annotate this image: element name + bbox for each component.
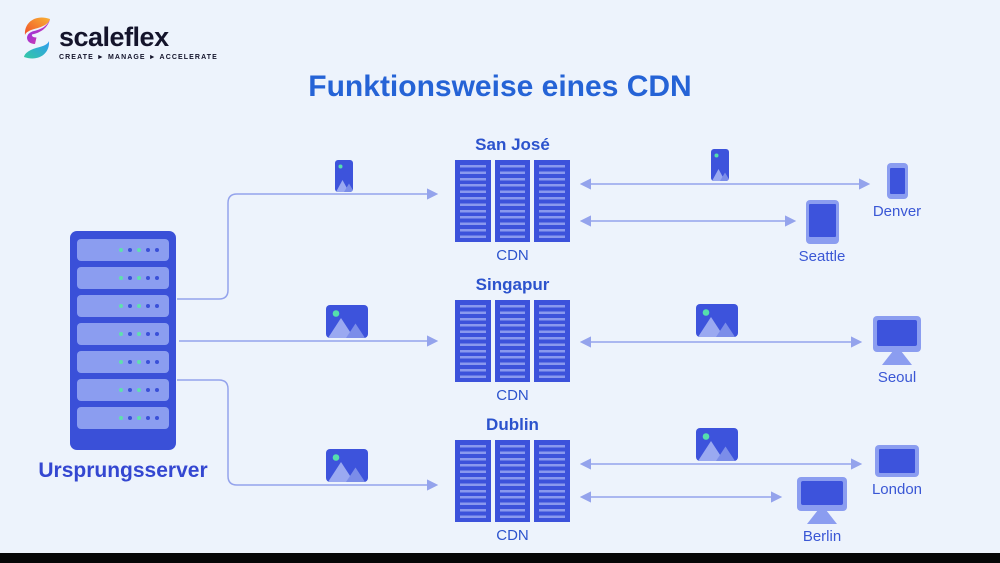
image-landscape-icon (696, 304, 738, 337)
cdn-city-label: Singapur (475, 275, 550, 294)
cdn-type-label: CDN (496, 527, 529, 544)
server-slat (77, 351, 169, 373)
image-portrait-icon (335, 160, 353, 192)
device-label: Seattle (798, 248, 846, 265)
cdn-server-stack-icon (455, 440, 571, 522)
logo-text: scaleflex CREATE ► MANAGE ► ACCELERATE (59, 14, 218, 61)
device-label: Berlin (802, 528, 842, 545)
origin-server: Ursprungsserver (38, 231, 208, 482)
cdn-node-san-jose: San José CDN (455, 134, 571, 264)
brand-tagline: CREATE ► MANAGE ► ACCELERATE (59, 54, 218, 61)
device-label: Seoul (877, 369, 917, 386)
device-seoul: Seoul (859, 316, 935, 386)
cdn-server-stack-icon (455, 160, 571, 242)
image-landscape-icon (696, 428, 738, 461)
server-slat (77, 295, 169, 317)
wire-origin-to-sanjose (177, 188, 439, 300)
cdn-server-stack-icon (455, 300, 571, 382)
device-label: London (871, 481, 923, 498)
brand-name: scaleflex (59, 22, 169, 52)
scaleflex-logo: scaleflex CREATE ► MANAGE ► ACCELERATE (21, 14, 218, 62)
server-slat (77, 407, 169, 429)
display-icon (875, 445, 919, 477)
smartphone-icon (886, 163, 908, 199)
cdn-city-label: Dublin (486, 415, 539, 434)
image-portrait-icon (711, 149, 729, 181)
device-london: London (859, 445, 935, 498)
cdn-type-label: CDN (496, 247, 529, 264)
device-seattle: Seattle (796, 200, 848, 265)
image-landscape-icon (326, 305, 368, 338)
origin-server-label: Ursprungsserver (38, 459, 208, 482)
bottom-bar (0, 553, 1000, 563)
server-slat (77, 239, 169, 261)
device-label: Denver (872, 203, 922, 220)
device-berlin: Berlin (783, 477, 861, 545)
desktop-monitor-icon (797, 477, 847, 524)
page-title: Funktionsweise eines CDN (308, 70, 692, 103)
cdn-city-label: San José (475, 135, 550, 154)
device-denver: Denver (871, 163, 923, 220)
scaleflex-s-icon (24, 17, 50, 59)
origin-server-rack (70, 231, 176, 450)
desktop-monitor-icon (873, 316, 921, 365)
cdn-type-label: CDN (496, 387, 529, 404)
image-landscape-icon (326, 449, 368, 482)
tablet-icon (805, 200, 839, 244)
server-slat (77, 323, 169, 345)
cdn-node-singapur: Singapur CDN (455, 274, 571, 404)
server-slat (77, 379, 169, 401)
server-slat (77, 267, 169, 289)
cdn-node-dublin: Dublin CDN (455, 414, 571, 544)
